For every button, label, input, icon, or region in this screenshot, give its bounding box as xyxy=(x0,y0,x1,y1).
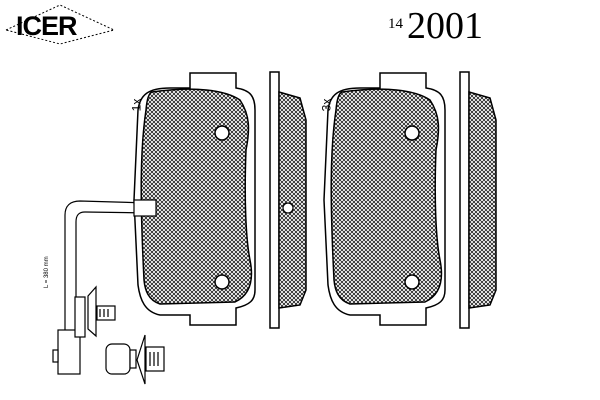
brake-pad-1-side-view xyxy=(269,71,307,329)
logo-diamond-outline xyxy=(4,4,116,45)
part-number-prefix: 14 xyxy=(388,16,403,32)
brake-pad-2 xyxy=(323,72,446,326)
pad-1-quantity-label: 1x xyxy=(129,98,144,112)
part-number-main: 2001 xyxy=(407,5,483,47)
pad-2-quantity-label: 3x xyxy=(319,98,334,112)
icer-logo: ICER xyxy=(4,2,116,46)
brake-pad-2-side-view xyxy=(459,71,497,329)
sensor-length-label: L = 380 mm xyxy=(44,256,50,288)
brake-pad-1 xyxy=(133,72,256,326)
logo-text: ICER xyxy=(16,11,78,41)
wear-sensor xyxy=(52,199,157,375)
sensor-connector xyxy=(105,334,165,385)
